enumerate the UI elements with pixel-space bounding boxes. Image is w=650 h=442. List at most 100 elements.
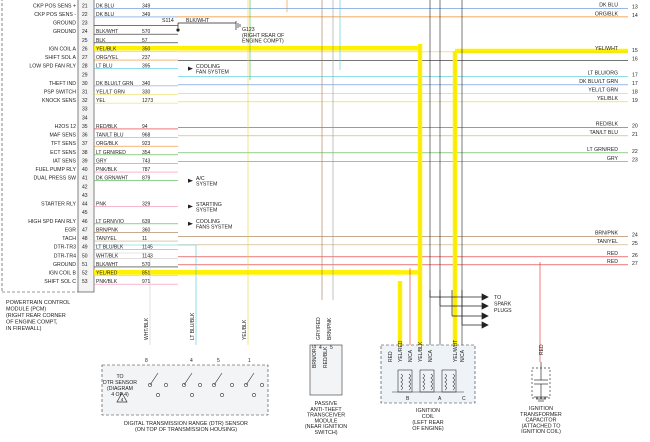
wire-color-code: LT GRN/VIO <box>96 219 124 225</box>
pcm-terminal-label: STARTER RLY <box>41 202 76 208</box>
right-connector-number: 17 <box>632 81 638 87</box>
spark-plug-label: TO <box>494 295 501 301</box>
right-connector-number: 27 <box>632 261 638 267</box>
pats-module-box <box>309 344 343 396</box>
coil-windings <box>392 369 464 393</box>
right-connector-number: 24 <box>632 232 638 238</box>
pcm-terminal-label: IGN COIL B <box>49 271 77 277</box>
pcm-pin-number: 30 <box>82 81 88 87</box>
capacitor-caption-line: IGNITION <box>529 406 553 412</box>
circuit-number: 639 <box>142 219 151 225</box>
pcm-terminal-label: LOW SPD FAN RLY <box>29 64 76 70</box>
right-wire-color-code: LT GRN/RED <box>587 147 618 153</box>
system-reference-label: COOLING <box>196 64 220 70</box>
pcm-terminal-label: GROUND <box>53 29 76 35</box>
pcm-pin-number: 51 <box>82 262 88 268</box>
pcm-pin-number: 38 <box>82 150 88 156</box>
coil-caption-line: COIL <box>422 414 435 420</box>
pcm-caption-line: POWERTRAIN CONTROL <box>6 300 70 306</box>
right-wire-color-code: TAN/YEL <box>597 239 618 245</box>
coil-wire-code: N/CA <box>460 349 466 362</box>
pats-caption-line: ANTI-THEFT <box>310 407 342 413</box>
pcm-pin-number: 34 <box>82 115 88 121</box>
pcm-terminal-label: EGR <box>65 227 76 233</box>
pcm-pin-number: 32 <box>82 98 88 104</box>
pcm-terminal-label: DTR-TR4 <box>54 253 76 259</box>
circuit-number: 395 <box>142 64 151 70</box>
right-wire-color-code: LT BLU/ORG <box>588 71 618 77</box>
wire-color-code: PNK <box>96 202 107 208</box>
circuit-number: 349 <box>142 3 151 9</box>
pats-wire-code: BRN/PNK <box>327 317 333 340</box>
dtr-wire-code: WHT/BLK <box>144 317 150 340</box>
wire-color-code: LT GRN/RED <box>96 150 126 156</box>
wire-color-code: YEL/RED <box>96 271 118 277</box>
dtr-pin-number: 8 <box>145 358 148 364</box>
pcm-caption-line: IN FIREWALL) <box>6 326 42 332</box>
spark-plug-arrows <box>429 290 489 329</box>
right-wire-color-code: YEL/BLK <box>597 96 619 102</box>
pcm-terminal-label: DTR-TR3 <box>54 245 76 251</box>
wire-color-code: BLK/WHT <box>96 262 118 268</box>
system-reference-label: COOLING <box>196 219 220 225</box>
right-connector-number: 13 <box>632 4 638 10</box>
pcm-terminal-label: TFT SENS <box>51 141 77 147</box>
circuit-number: 968 <box>142 133 151 139</box>
pcm-pin-number: 23 <box>82 21 88 27</box>
wire-color-code: DK BLU <box>96 3 114 9</box>
pcm-pin-number: 44 <box>82 202 88 208</box>
dtr-reference-label: (DIAGRAM <box>107 386 133 392</box>
pcm-pin-number: 43 <box>82 193 88 199</box>
coil-wire-code: YEL/RED <box>398 340 404 362</box>
right-wire-color-code: RED <box>607 259 618 265</box>
dtr-sensor-box <box>101 364 269 416</box>
ground-label: G123 <box>242 27 255 33</box>
pcm-pin-number: 40 <box>82 167 88 173</box>
pcm-pin-number: 36 <box>82 133 88 139</box>
circuit-number: 851 <box>142 271 151 277</box>
ground-g123 <box>176 21 241 32</box>
circuit-number: 1143 <box>142 253 153 259</box>
pcm-pin-number: 29 <box>82 72 88 78</box>
pcm-terminal-label: SHIFT SOL C <box>44 279 76 285</box>
wire-color-code: BLK <box>96 38 106 44</box>
pcm-connector-strip <box>77 0 95 293</box>
pcm-terminal-label: KNOCK SENS <box>42 98 77 104</box>
arrow-icon <box>188 204 193 209</box>
pcm-terminal-label: PSP SWITCH <box>44 90 76 96</box>
wire-color-code: YEL/BLK <box>96 46 117 52</box>
right-connector-number: 17 <box>632 72 638 78</box>
pcm-pin-number: 41 <box>82 176 88 182</box>
wire-color-code: ORG/BLK <box>96 141 119 147</box>
circuit-number: 354 <box>142 150 151 156</box>
wire-layer <box>94 0 628 362</box>
pcm-terminal-label: THEFT IND <box>49 81 76 87</box>
right-connector-number: 21 <box>632 132 638 138</box>
system-reference-label: FAN SYSTEM <box>196 69 229 75</box>
pcm-terminal-label: MAF SENS <box>49 133 76 139</box>
coil-wire-code: N/CA <box>428 349 434 362</box>
pcm-terminal-label: GROUND <box>53 262 76 268</box>
wire-color-code: LT BLU <box>96 64 113 70</box>
pcm-terminal-label: IAT SENS <box>53 158 77 164</box>
arrow-icon <box>188 221 193 226</box>
system-reference-label: SYSTEM <box>196 182 217 188</box>
right-wire-color-code: DK BLU/LT GRN <box>579 79 618 85</box>
wire-color-code: YEL <box>96 98 106 104</box>
pcm-pin-number: 37 <box>82 141 88 147</box>
right-connector-number: 14 <box>632 13 638 19</box>
pats-inner-label: RED/BLK <box>323 346 329 368</box>
pcm-terminal-label: FUEL PUMP RLY <box>35 167 76 173</box>
circuit-number: 1145 <box>142 245 153 251</box>
pcm-pin-number: 42 <box>82 184 88 190</box>
coil-wire-code: RED <box>388 351 394 362</box>
wire-color-code: BLK/WHT <box>96 29 118 35</box>
right-wire-color-code: YEL/LT GRN <box>588 88 618 94</box>
wire-color-code: ORG/YEL <box>96 55 118 61</box>
pcm-pin-number: 27 <box>82 55 88 61</box>
pcm-terminal-label: DUAL PRESS SW <box>34 176 77 182</box>
right-connector-number: 26 <box>632 253 638 259</box>
system-reference-label: STARTING <box>196 202 222 208</box>
coil-terminal-letter: A <box>438 396 442 402</box>
